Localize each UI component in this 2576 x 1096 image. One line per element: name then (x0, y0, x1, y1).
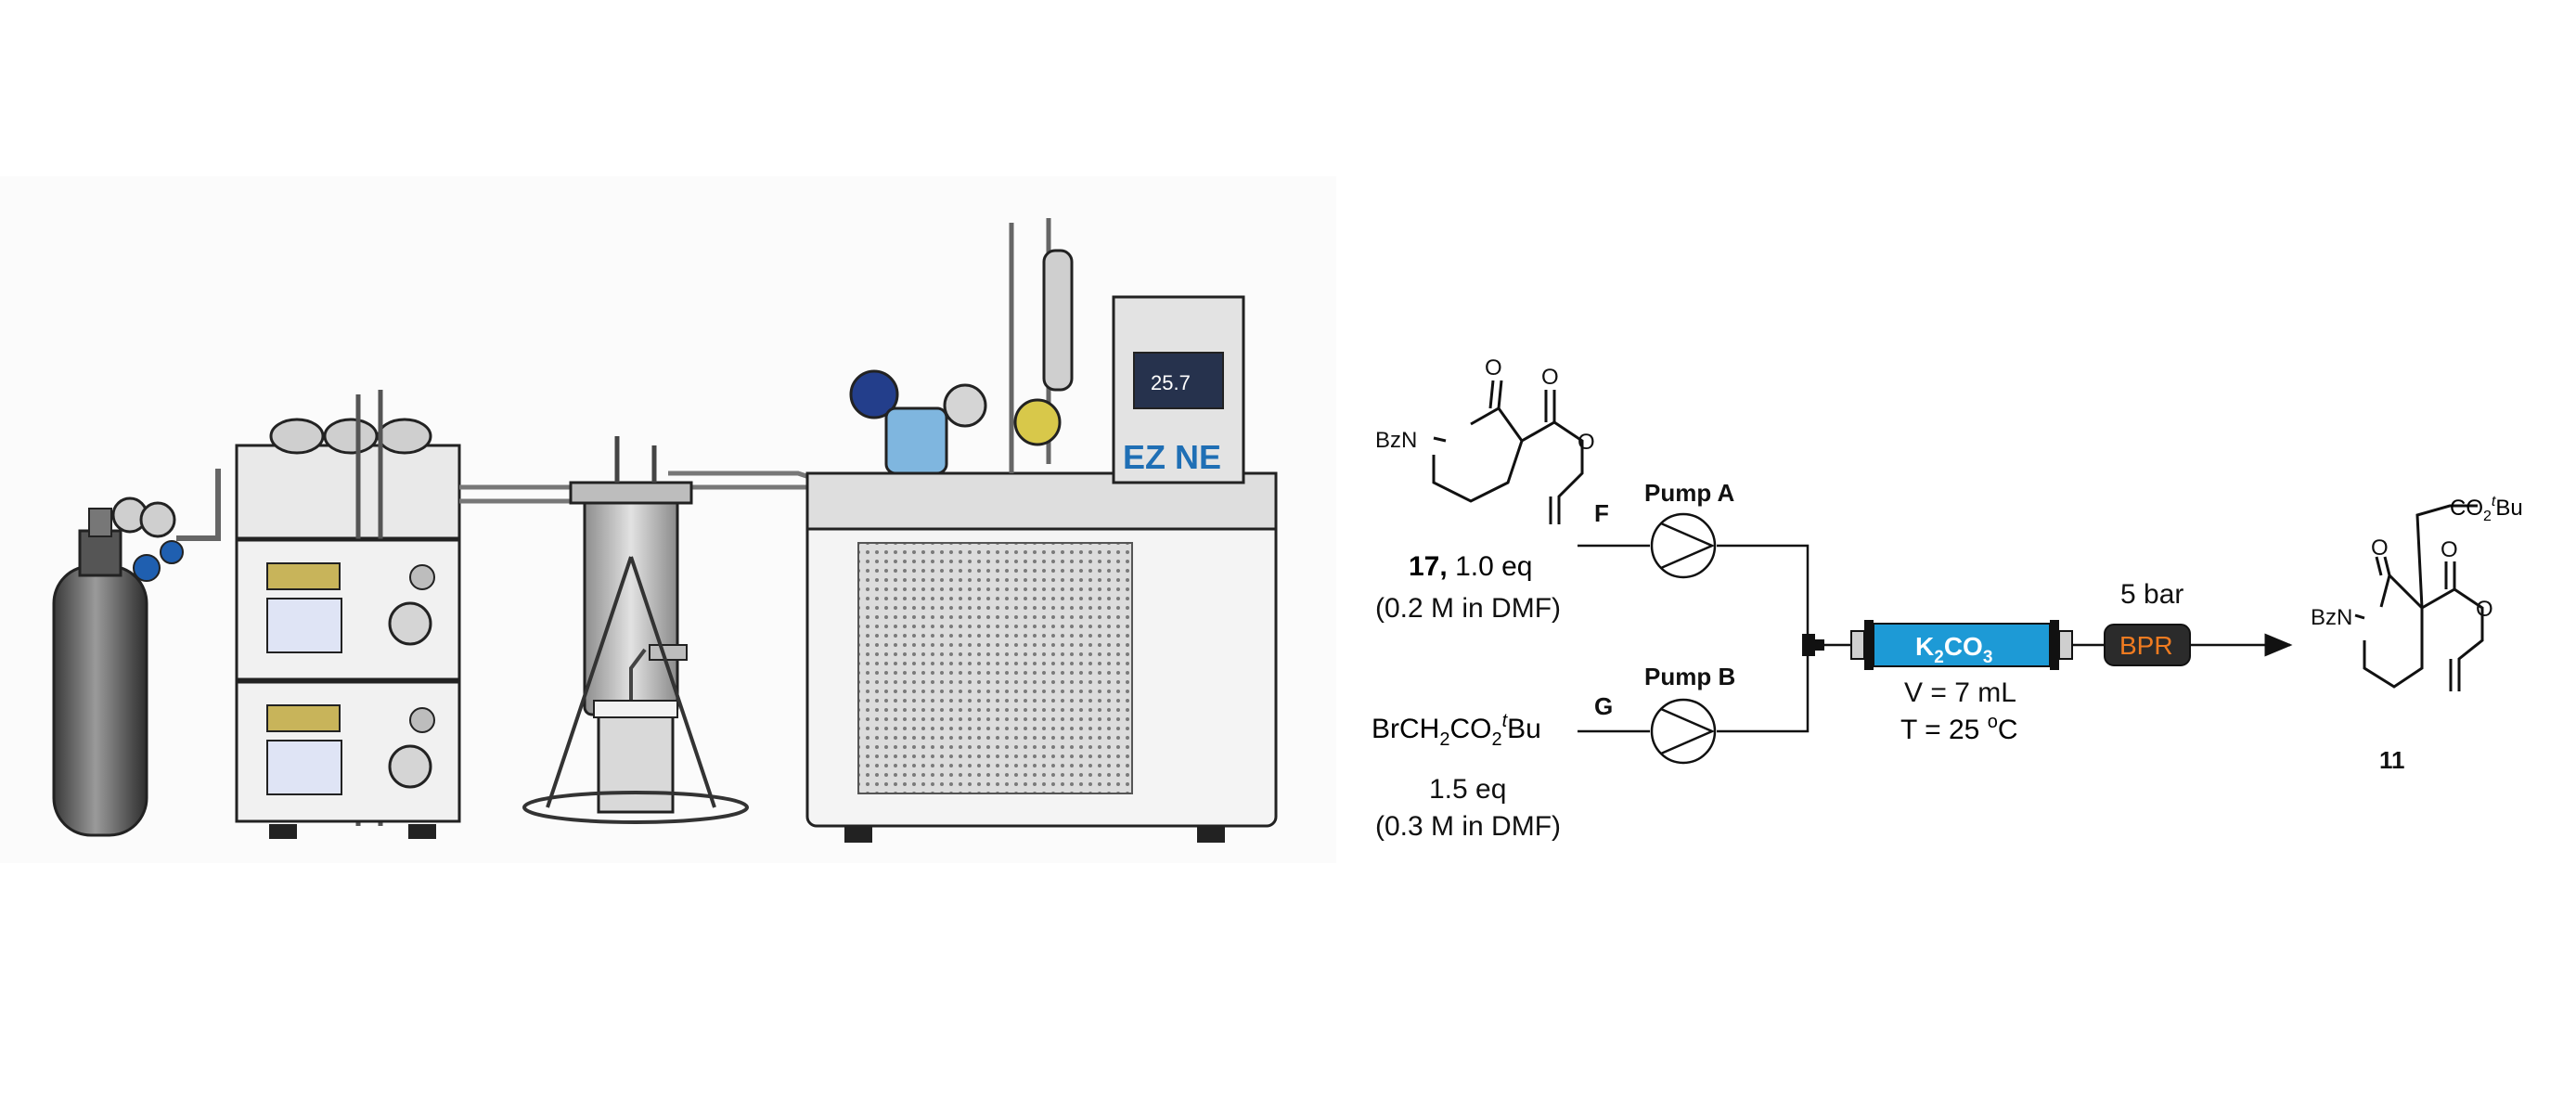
pump-b-label: Pump B (1644, 663, 1735, 690)
product-ketone-oxygen: O (2371, 535, 2389, 561)
structure-compound-11 (2354, 504, 2484, 691)
chiller-brand-logo: EZ NE (1123, 438, 1221, 476)
sm1-ester-carbonyl-oxygen: O (1541, 365, 1559, 390)
pump-b-symbol (1650, 698, 1717, 765)
gas-cylinder (52, 469, 221, 837)
stream-label-g: G (1594, 692, 1613, 720)
chiller-unit: 25.7 EZ NE (805, 218, 1278, 843)
structure-compound-17 (1432, 380, 1584, 524)
bpr-pressure: 5 bar (2120, 579, 2183, 610)
pump-stack (235, 390, 461, 839)
sm1-concentration: (0.2 M in DMF) (1375, 593, 1561, 624)
sm1-compound-id: 17, 1.0 eq (1409, 551, 1532, 582)
bpr-label: BPR (2119, 631, 2173, 660)
sm2-concentration: (0.3 M in DMF) (1375, 811, 1561, 842)
product-ester-oxygen: O (2476, 597, 2493, 622)
reaction-scheme: BzN O O O 17, 1.0 eq (0.2 M in DMF) BrCH… (1372, 355, 2523, 842)
packed-bed-reactor: K2CO3 (1850, 620, 2073, 670)
reactor-packing-label: K2CO3 (1915, 632, 1992, 667)
jacketed-reactor (522, 436, 749, 824)
pump-a-symbol (1650, 512, 1717, 579)
t-mixer (1802, 634, 1824, 656)
sm2-equivalents: 1.5 eq (1429, 774, 1506, 805)
stream-label-f: F (1594, 499, 1609, 527)
pump-a-label: Pump A (1644, 479, 1734, 507)
product-compound-id: 11 (2379, 746, 2405, 774)
flow-apparatus-illustration: 25.7 EZ NE (0, 176, 1336, 863)
reactor-temperature: T = 25 oC (1900, 712, 2017, 745)
sm1-ketone-oxygen: O (1485, 355, 1502, 380)
sm1-n-label: BzN (1375, 428, 1417, 453)
product-n-label: BzN (2311, 605, 2352, 630)
reactor-volume: V = 7 mL (1904, 677, 2016, 708)
back-pressure-regulator: BPR (2104, 624, 2191, 666)
chiller-display-readout: 25.7 (1151, 371, 1191, 394)
product-ester-carbonyl-oxygen: O (2441, 537, 2458, 562)
sm2-formula: BrCH2CO2tBu (1372, 711, 1541, 750)
product-tbu-ester-label: CO2tBu (2450, 494, 2523, 524)
feed-lines (1578, 544, 1851, 733)
sm1-ester-oxygen: O (1578, 430, 1595, 455)
